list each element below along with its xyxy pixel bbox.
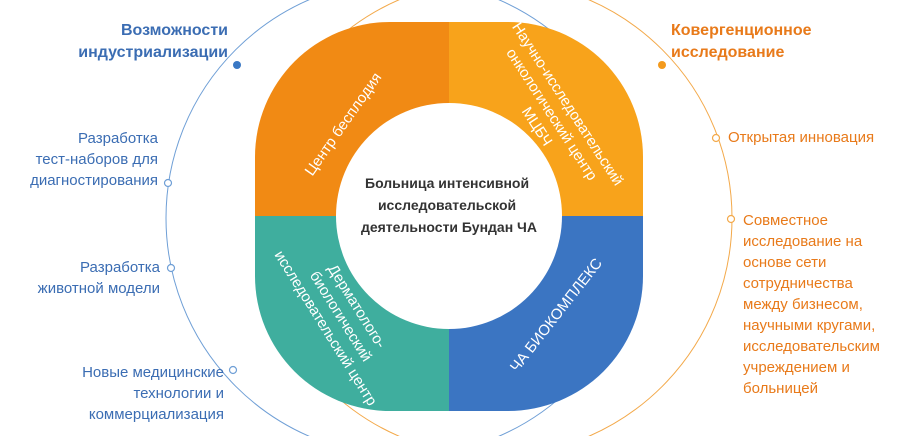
center-disc xyxy=(336,103,562,329)
left-item-dot-1 xyxy=(163,178,173,188)
center-title: Больница интенсивной исследовательской д… xyxy=(361,175,537,235)
left-item-animal-model: Разработка животной модели xyxy=(37,259,160,297)
left-item-dot-2 xyxy=(166,263,176,273)
right-item-joint-research: Совместное исследование на основе сети с… xyxy=(743,212,880,397)
right-item-dot-1 xyxy=(711,133,721,143)
left-heading-dot xyxy=(233,61,241,69)
left-heading: Возможности индустриализации xyxy=(78,22,228,62)
left-item-med-tech: Новые медицинские технологии и коммерциа… xyxy=(82,364,224,423)
right-item-open-innovation: Открытая инновация xyxy=(728,129,875,146)
right-heading-dot xyxy=(658,61,666,69)
right-heading: Ковергенционное исследование xyxy=(671,22,812,62)
left-item-dot-3 xyxy=(228,365,238,375)
left-item-test-kits: Разработка тест-наборов для диагностиров… xyxy=(30,130,158,189)
right-item-dot-2 xyxy=(726,214,736,224)
